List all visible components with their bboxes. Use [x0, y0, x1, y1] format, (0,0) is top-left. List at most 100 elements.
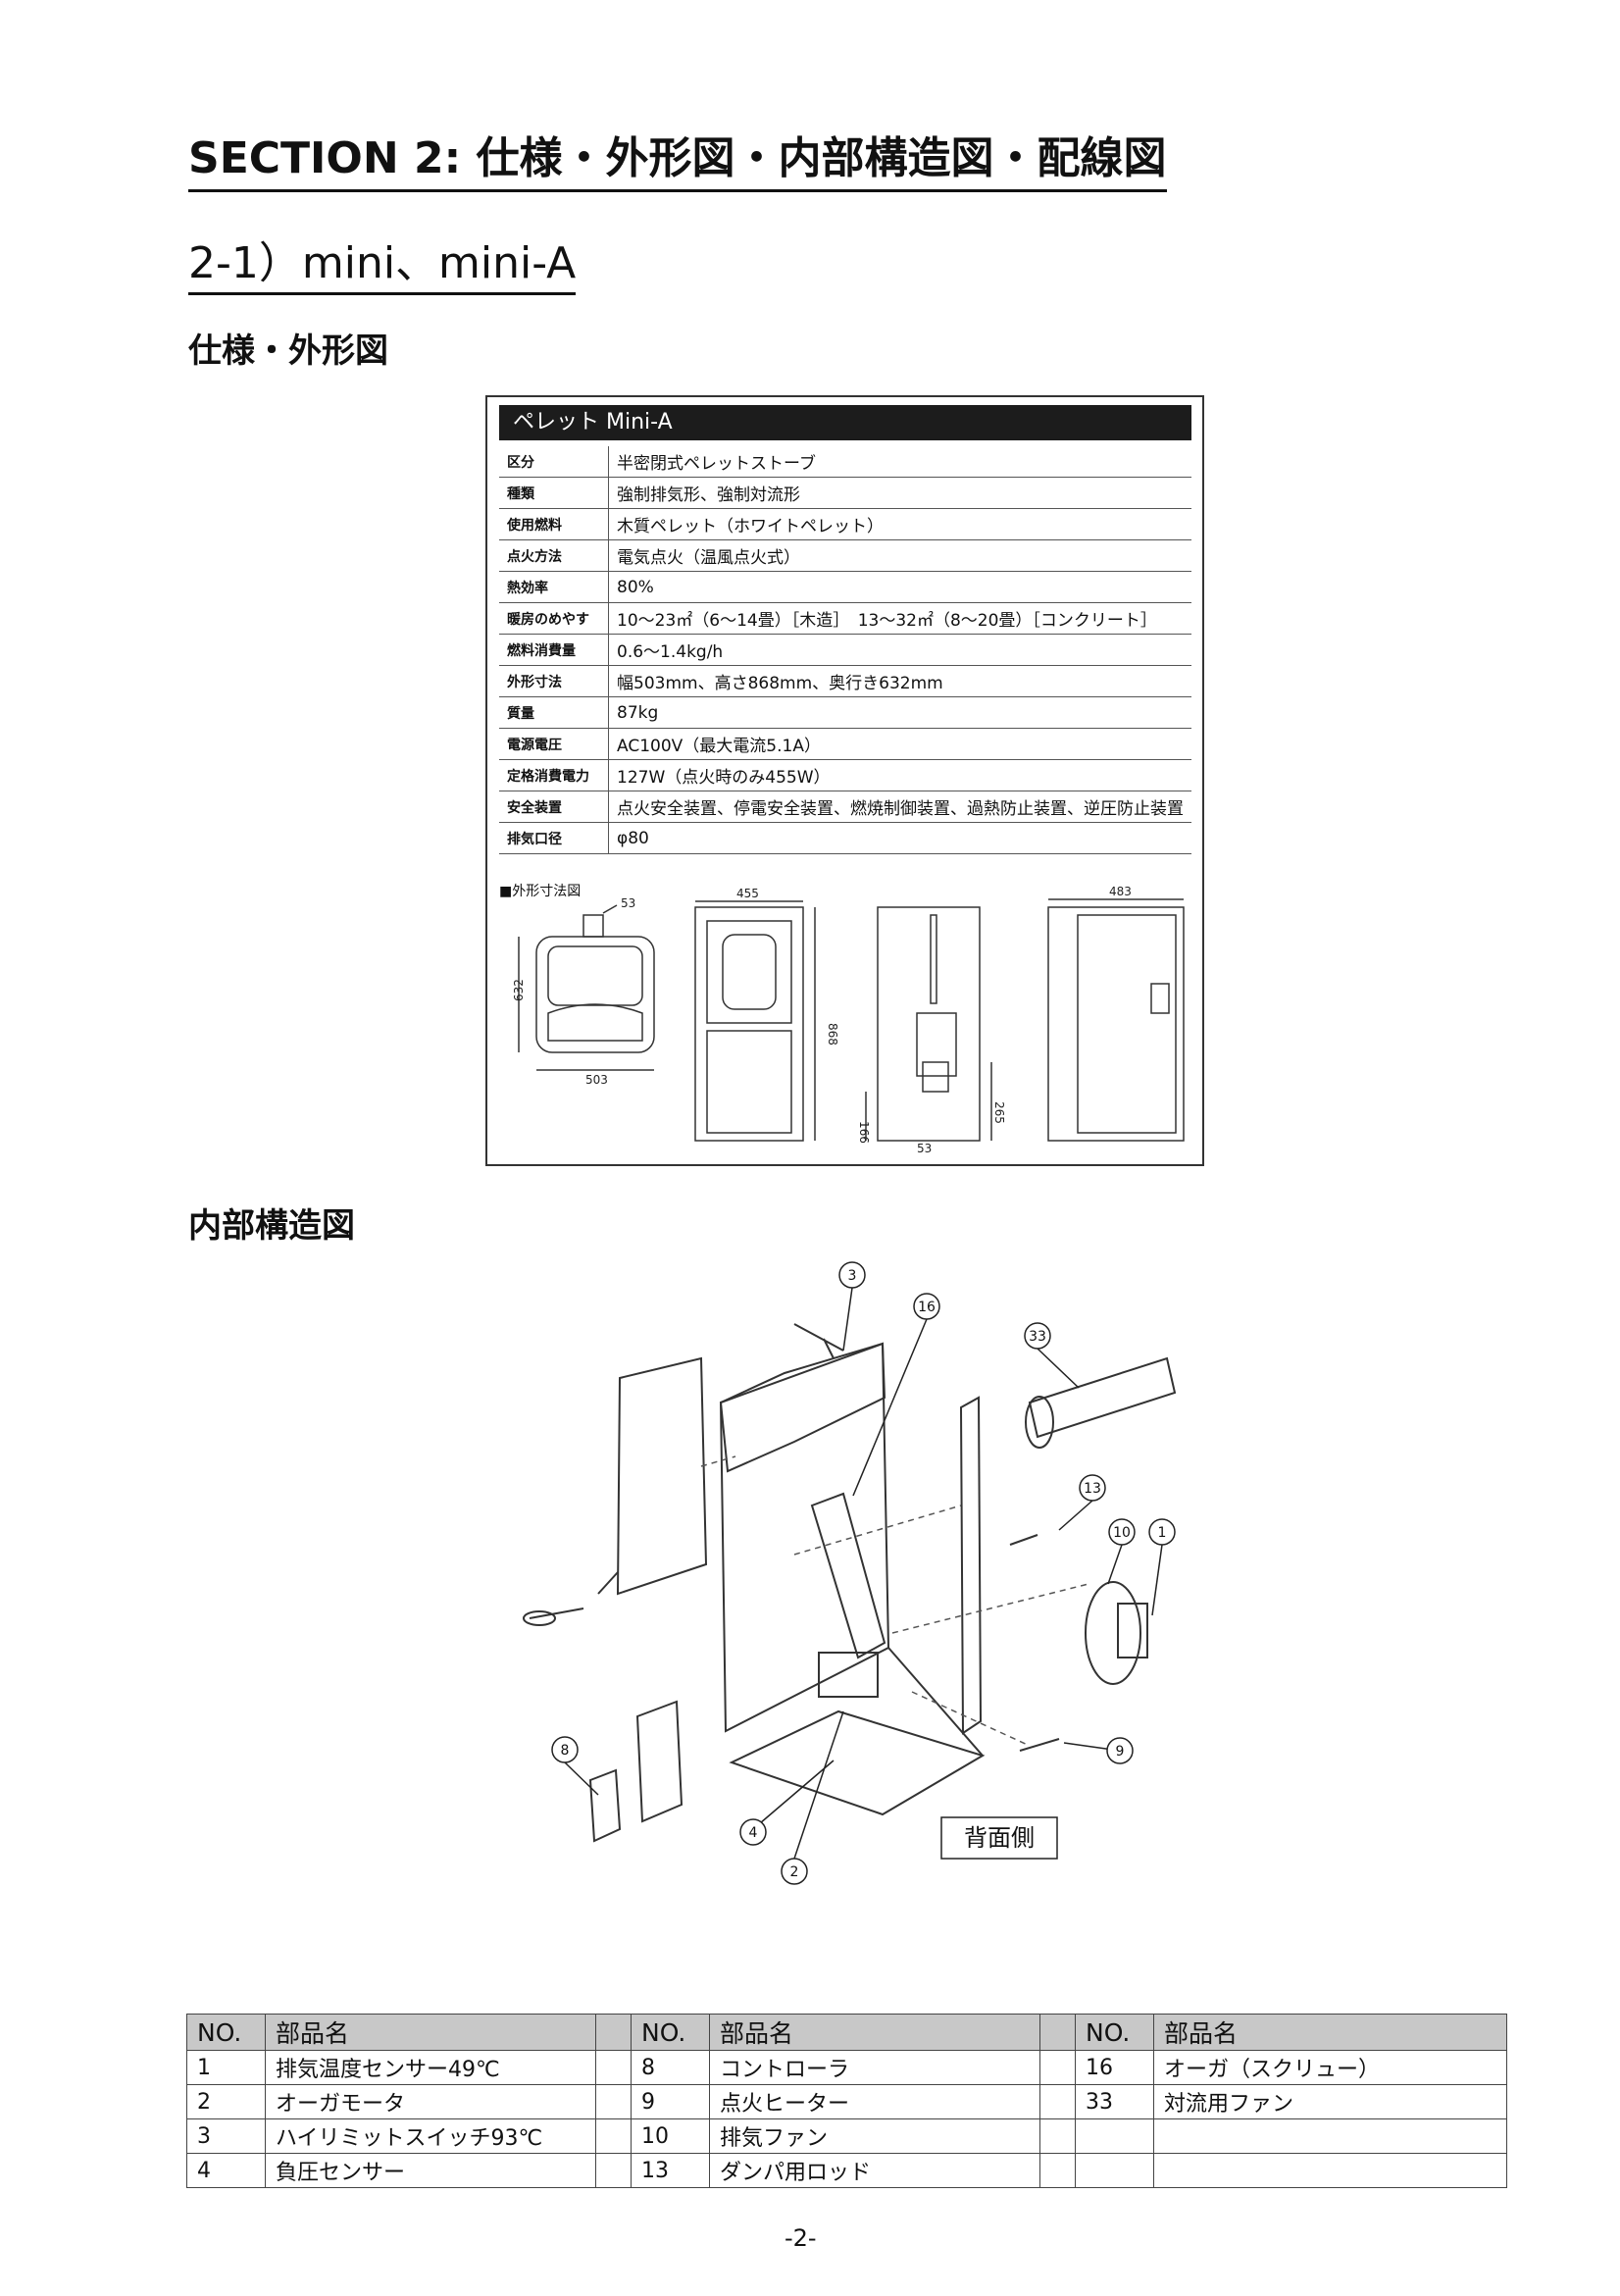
part-name: 対流用ファン: [1153, 2084, 1507, 2119]
page-number: -2-: [785, 2224, 817, 2252]
spec-value: 強制排気形、強制対流形: [608, 477, 1191, 509]
convection-fan: [1028, 1356, 1177, 1439]
front-view-window: [722, 934, 777, 1010]
part-name: 排気ファン: [709, 2118, 1040, 2154]
heater-9: [1019, 1738, 1060, 1752]
part-no: 3: [186, 2118, 266, 2154]
callout-10: 10: [1113, 1525, 1131, 1541]
header-name: 部品名: [265, 2014, 596, 2051]
exploded-diagram: 3 16 33 13 10 1 8 4 2 9 背面側: [523, 1261, 1177, 1885]
auger: [810, 1492, 886, 1659]
column-spacer: [595, 2153, 632, 2188]
spec-card: ペレット Mini-A 区分半密閉式ペレットストーブ種類強制排気形、強制対流形使…: [485, 395, 1204, 1166]
spec-key: 安全装置: [499, 791, 609, 823]
spec-key: 熱効率: [499, 571, 609, 603]
spec-row: 安全装置点火安全装置、停電安全装置、燃焼制御装置、過熱防止装置、逆圧防止装置: [499, 791, 1191, 823]
column-spacer: [595, 2118, 632, 2154]
spec-value: 80%: [608, 571, 1191, 603]
spec-value: 半密閉式ペレットストーブ: [608, 446, 1191, 478]
header-no: NO.: [631, 2014, 710, 2051]
part-name: オーガ（スクリュー）: [1153, 2050, 1507, 2085]
part-no: 2: [186, 2084, 266, 2119]
spec-table: 区分半密閉式ペレットストーブ種類強制排気形、強制対流形使用燃料木質ペレット（ホワ…: [499, 446, 1191, 854]
spec-row: 外形寸法幅503mm、高さ868mm、奥行き632mm: [499, 665, 1191, 697]
part-no: 33: [1075, 2084, 1154, 2119]
front-view-lower-panel: [706, 1030, 792, 1134]
header-name: 部品名: [1153, 2014, 1507, 2051]
part-no: 1: [186, 2050, 266, 2085]
part-name: [1153, 2118, 1507, 2154]
spec-key: 電源電圧: [499, 728, 609, 760]
spec-value: 点火安全装置、停電安全装置、燃焼制御装置、過熱防止装置、逆圧防止装置: [608, 791, 1191, 823]
rear-label: 背面側: [964, 1824, 1035, 1852]
part-no: 8: [631, 2050, 710, 2085]
auger-motor: [818, 1652, 879, 1698]
spec-value: φ80: [608, 822, 1191, 854]
dim-53b: 53: [917, 1142, 932, 1155]
dim-632: 632: [512, 979, 526, 1001]
spec-row: 種類強制排気形、強制対流形: [499, 477, 1191, 509]
dimension-drawings: 53 632 503 455 868 166 53 265 483: [512, 886, 1185, 1155]
part-no: 13: [631, 2153, 710, 2188]
ignition-heater: [529, 1571, 619, 1619]
internal-heading: 内部構造図: [188, 1206, 355, 1246]
part-name: オーガモータ: [265, 2084, 596, 2119]
rear-label-box: [940, 1816, 1058, 1860]
dim-166: 166: [857, 1121, 871, 1144]
subsection-title: 2-1）mini、mini-A: [188, 228, 577, 295]
callout-16: 16: [918, 1300, 936, 1315]
header-name: 部品名: [709, 2014, 1040, 2051]
spec-key: 質量: [499, 696, 609, 729]
front-view-body: [694, 906, 804, 1142]
part-no: 4: [186, 2153, 266, 2188]
part-name: ダンパ用ロッド: [709, 2153, 1040, 2188]
damper-rod: [1009, 1534, 1038, 1546]
stove-body: [719, 1342, 890, 1733]
spec-value: 127W（点火時のみ455W）: [608, 759, 1191, 791]
spec-value: AC100V（最大電流5.1A）: [608, 728, 1191, 760]
spec-key: 種類: [499, 477, 609, 509]
top-view-front: [547, 1003, 643, 1042]
controller-bracket: [635, 1700, 683, 1823]
callout-4: 4: [749, 1825, 758, 1841]
spec-key: 使用燃料: [499, 508, 609, 540]
part-name: コントローラ: [709, 2050, 1040, 2085]
dim-503: 503: [585, 1073, 608, 1087]
spec-value: 電気点火（温風点火式）: [608, 539, 1191, 572]
spec-key: 定格消費電力: [499, 759, 609, 791]
spec-key: 燃料消費量: [499, 634, 609, 666]
part-no: [1075, 2118, 1154, 2154]
controller: [588, 1768, 622, 1843]
part-no: 10: [631, 2118, 710, 2154]
column-spacer: [1039, 2050, 1076, 2085]
spec-value: 木質ペレット（ホワイトペレット）: [608, 508, 1191, 540]
stove-top: [719, 1342, 886, 1473]
spec-value: 10～23㎡（6～14畳）［木造］ 13～32㎡（8～20畳）［コンクリート］: [608, 602, 1191, 635]
front-view-panel: [706, 920, 792, 1024]
column-spacer: [1039, 2153, 1076, 2188]
parts-header-row: NO. 部品名 NO. 部品名 NO. 部品名: [186, 2014, 1507, 2051]
side-view-body: [1047, 906, 1185, 1142]
spec-value: 87kg: [608, 696, 1191, 729]
dim-868: 868: [826, 1023, 839, 1046]
spec-value: 0.6～1.4kg/h: [608, 634, 1191, 666]
spec-key: 点火方法: [499, 539, 609, 572]
dim-455: 455: [736, 887, 759, 900]
exhaust-fan: [1085, 1581, 1141, 1685]
spec-row: 区分半密閉式ペレットストーブ: [499, 446, 1191, 478]
spec-heading: 仕様・外形図: [188, 332, 388, 371]
dims-label: ■外形寸法図: [499, 884, 582, 899]
part-name: [1153, 2153, 1507, 2188]
callout-3: 3: [848, 1268, 857, 1284]
spec-key: 排気口径: [499, 822, 609, 854]
side-panel: [616, 1356, 708, 1596]
column-spacer: [595, 2050, 632, 2085]
top-view-body: [535, 936, 655, 1053]
section-title: SECTION 2: 仕様・外形図・内部構造図・配線図: [188, 123, 1167, 192]
